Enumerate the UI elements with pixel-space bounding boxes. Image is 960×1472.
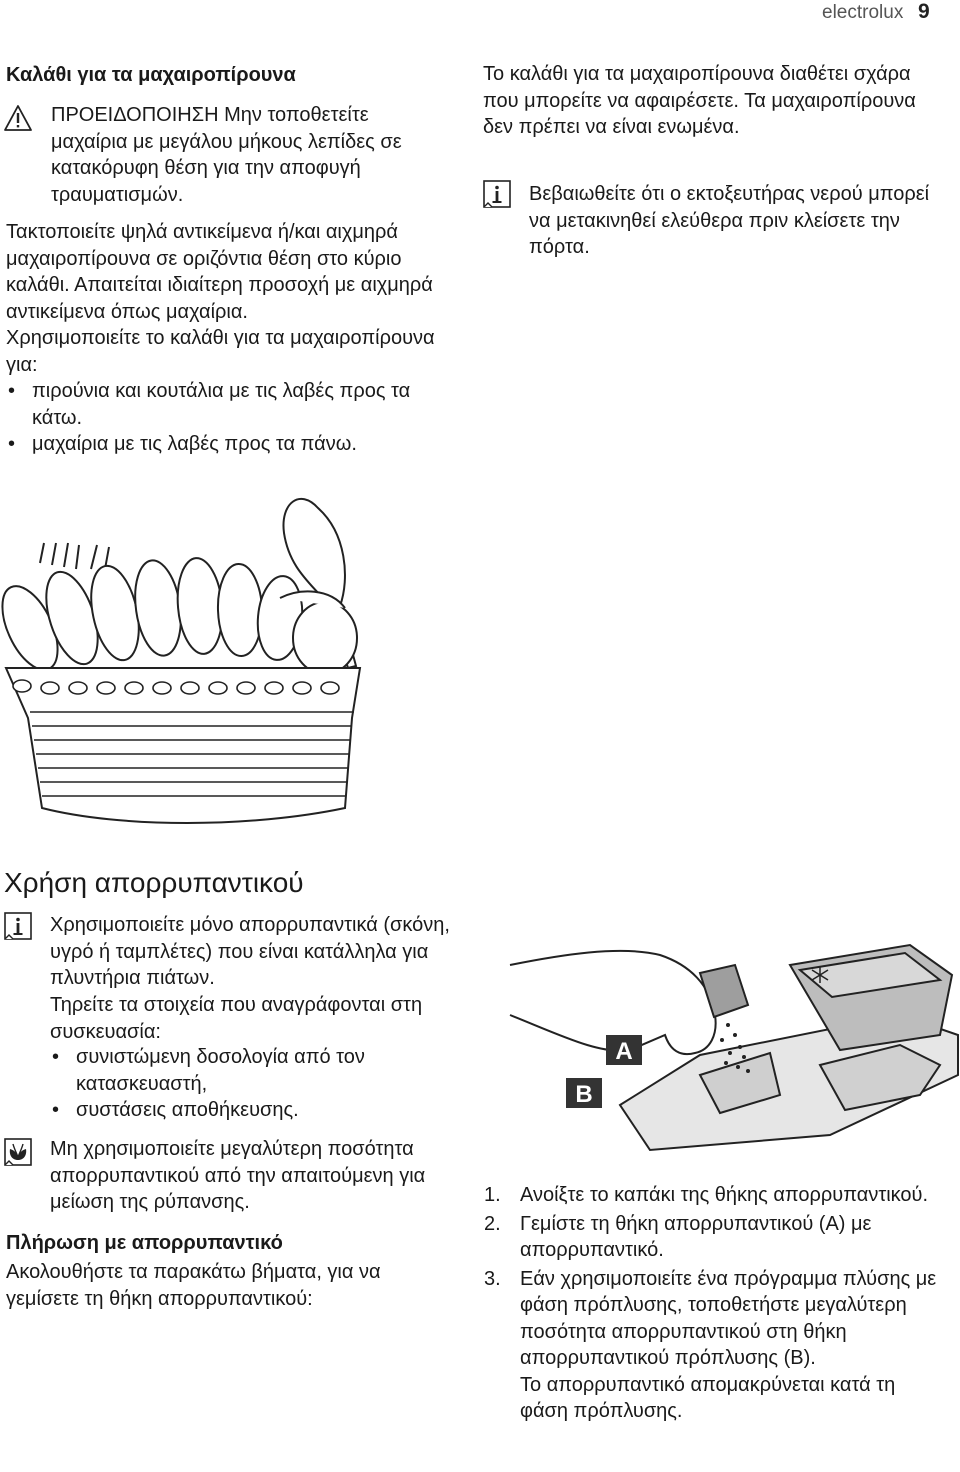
label-b: B [575,1081,592,1108]
brand-name: electrolux [822,2,904,23]
cutlery-bullet-list: πιρούνια και κουτάλια με τις λαβές προς … [6,378,456,458]
info-icon [4,912,32,940]
fill-intro-text: Ακολουθήστε τα παρακάτω βήματα, για να γ… [6,1261,381,1310]
list-item: 2. Γεμίστε τη θήκη απορρυπαντικού (A) με … [484,1211,944,1264]
step-extra-text: Το απορρυπαντικό απομακρύνεται κατά τη φ… [520,1373,896,1423]
info-water-sprayer: Βεβαιωθείτε ότι ο εκτοξευτήρας νερού μπο… [529,183,930,258]
list-item: συνιστώμενη δοσολογία από τον κατασκευασ… [50,1044,455,1097]
info-detergent-type: Χρησιμοποιείτε μόνο απορρυπαντικά (σκόνη… [50,914,450,989]
warning-block: ΠΡΟΕΙΔΟΠΟΙΗΣΗ Μην τοποθετείτε μαχαίρια μ… [51,102,411,208]
detergent-heading: Χρήση απορρυπαντικού [4,867,304,898]
step-text: Ανοίξτε το καπάκι της θήκης απορρυπαντικ… [520,1184,929,1206]
step-number: 2. [484,1212,501,1235]
cutlery-basket-illustration [1,497,362,824]
cutlery-right-paragraph: Το καλάθι για τα μαχαιροπίρουνα διαθέτει… [483,63,916,138]
cutlery-paragraph-2: Χρησιμοποιείτε το καλάθι για τα μαχαιροπ… [6,327,435,376]
cutlery-paragraph-1: Τακτοποιείτε ψηλά αντικείμενα ή/και αιχμ… [6,221,433,323]
warning-text: Μην τοποθετείτε μαχαίρια με μεγάλου μήκο… [51,104,402,206]
cutlery-heading: Καλάθι για τα μαχαιροπίρουνα [6,64,296,86]
step-number: 3. [484,1267,501,1290]
environment-note: Μη χρησιμοποιείτε μεγαλύτερη ποσότητα απ… [50,1138,426,1213]
fill-heading: Πλήρωση με απορρυπαντικό [6,1232,283,1254]
label-a: A [615,1038,632,1065]
step-text: Γεμίστε τη θήκη απορρυπαντικού (A) με απ… [520,1212,872,1262]
info-icon [483,180,511,208]
list-item: 1. Ανοίξτε το καπάκι της θήκης απορρυπαντ… [484,1182,944,1209]
step-text: Εάν χρησιμοποιείτε ένα πρόγραμμα πλύσης … [520,1267,937,1370]
warning-icon [4,105,32,131]
detergent-dispenser-illustration: A B [509,943,959,1152]
fill-steps-list: 1. Ανοίξτε το καπάκι της θήκης απορρυπαντ… [484,1182,944,1427]
step-number: 1. [484,1184,501,1206]
detergent-bullet-list: συνιστώμενη δοσολογία από τον κατασκευασ… [50,1044,455,1124]
warning-label: ΠΡΟΕΙΔΟΠΟΙΗΣΗ [51,104,219,126]
list-item: συστάσεις αποθήκευσης. [50,1097,455,1124]
detergent-observe-text: Τηρείτε τα στοιχεία που αναγράφονται στη… [50,994,423,1043]
list-item: 3. Εάν χρησιμοποιείτε ένα πρόγραμμα πλύση… [484,1266,944,1425]
list-item: μαχαίρια με τις λαβές προς τα πάνω. [6,431,456,458]
list-item: πιρούνια και κουτάλια με τις λαβές προς … [6,378,456,431]
environment-icon [4,1138,32,1166]
page-number: 9 [918,0,930,23]
